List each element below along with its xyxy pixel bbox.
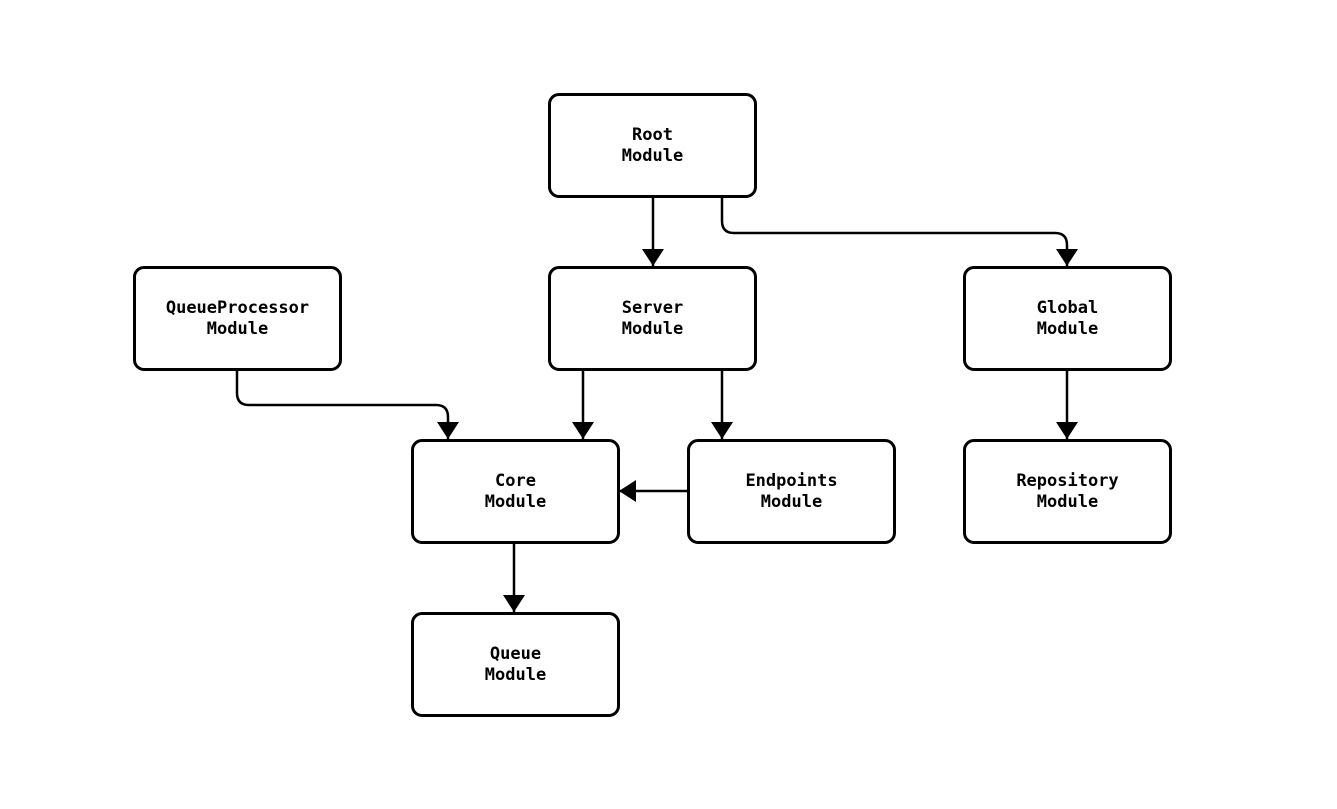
node-queue-module: Queue Module xyxy=(411,612,620,717)
node-global-module: Global Module xyxy=(963,266,1172,371)
node-core-module: Core Module xyxy=(411,439,620,544)
node-root-module: Root Module xyxy=(548,93,757,198)
edge-queueprocessor-module-to-core-module xyxy=(235,371,459,439)
edge-root-module-to-global-module xyxy=(720,198,1078,266)
node-endpoints-module: Endpoints Module xyxy=(687,439,896,544)
node-server-module: Server Module xyxy=(548,266,757,371)
node-repository-module: Repository Module xyxy=(963,439,1172,544)
node-queueprocessor-module: QueueProcessor Module xyxy=(133,266,342,371)
